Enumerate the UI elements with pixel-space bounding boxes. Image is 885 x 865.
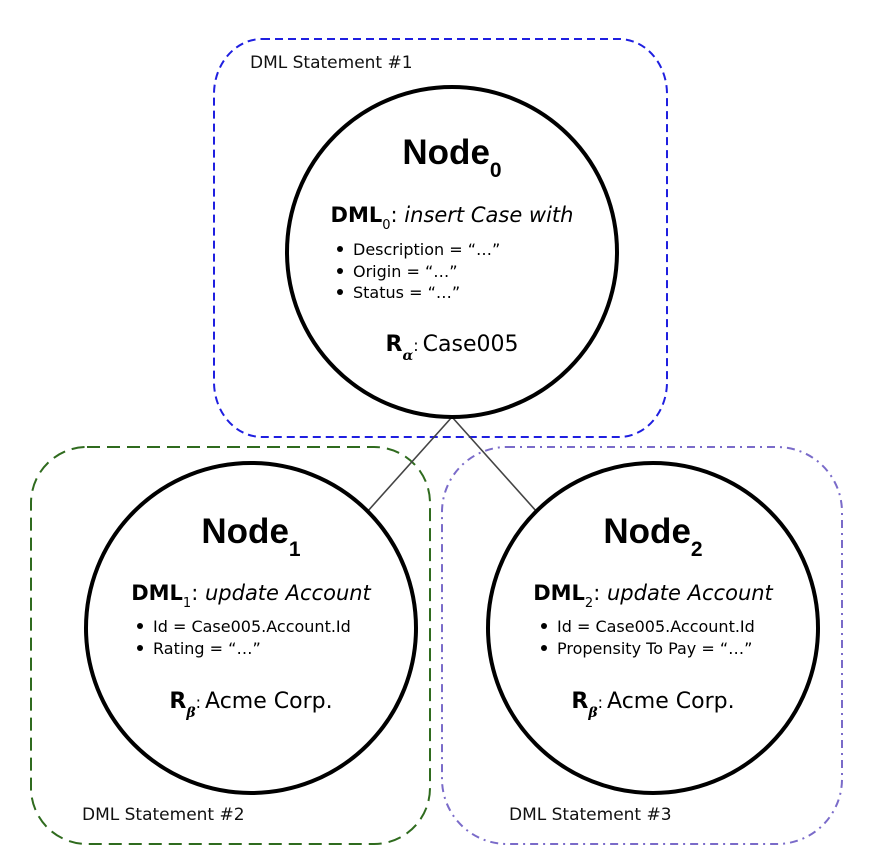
field-item: Status = “…” [337, 282, 500, 304]
bullet-icon [541, 623, 547, 629]
dml-subscript: 0 [382, 218, 391, 233]
field-item: Origin = “…” [337, 261, 500, 283]
node-2-field-list: Id = Case005.Account.Id Propensity To Pa… [541, 616, 755, 659]
record-value: Acme Corp. [205, 689, 333, 714]
dml-operation: insert Case with [404, 203, 574, 227]
node-title-text: Node [402, 133, 490, 172]
bullet-icon [137, 623, 143, 629]
statement-2-box [30, 446, 431, 845]
statement-3-box [441, 446, 843, 845]
record-value: Acme Corp. [607, 689, 735, 714]
node-0-title: Node0 [287, 133, 617, 181]
field-text: Rating = “…” [153, 638, 261, 658]
dml-label: DML [533, 581, 585, 605]
node-title-subscript: 0 [489, 159, 502, 182]
node-0-dml: DML0: insert Case with [287, 203, 617, 233]
record-subscript: β [588, 705, 598, 721]
field-text: Id = Case005.Account.Id [557, 617, 755, 636]
edge-node0-node1 [366, 416, 453, 513]
node-0-circle [285, 85, 619, 419]
record-separator: : [195, 693, 202, 712]
record-label: R [385, 332, 403, 357]
bullet-icon [337, 289, 343, 295]
record-separator: : [597, 693, 604, 712]
node-2-dml: DML2: update Account [488, 581, 818, 611]
field-item: Id = Case005.Account.Id [541, 616, 755, 638]
field-text: Description = “…” [353, 240, 501, 259]
field-item: Rating = “…” [137, 638, 351, 660]
node-title-subscript: 1 [288, 538, 301, 561]
dml-separator: : [191, 581, 205, 605]
record-subscript: α [402, 348, 414, 364]
field-item: Description = “…” [337, 239, 500, 261]
node-2-record: Rβ:Acme Corp. [488, 689, 818, 721]
field-text: Status = “…” [353, 283, 461, 302]
node-1-field-list: Id = Case005.Account.Id Rating = “…” [137, 616, 351, 659]
bullet-icon [137, 644, 143, 651]
node-2-circle [486, 461, 820, 795]
node-0-record: Rα:Case005 [287, 332, 617, 364]
statement-3-label: DML Statement #3 [509, 805, 672, 825]
bullet-icon [337, 246, 343, 252]
bullet-icon [337, 267, 343, 274]
field-text: Propensity To Pay = “…” [557, 638, 753, 658]
dml-separator: : [390, 203, 405, 227]
node-1-title: Node1 [86, 512, 416, 560]
dml-separator: : [593, 581, 607, 605]
dml-subscript: 2 [584, 596, 594, 611]
dml-operation: update Account [204, 581, 371, 605]
field-item: Id = Case005.Account.Id [137, 616, 351, 638]
node-1-circle [84, 461, 418, 795]
record-label: R [571, 689, 589, 714]
statement-1-label: DML Statement #1 [250, 53, 413, 73]
node-0-field-list: Description = “…” Origin = “…” Status = … [337, 239, 500, 304]
node-2-title: Node2 [488, 512, 818, 560]
record-separator: : [413, 336, 419, 355]
record-value: Case005 [422, 332, 519, 357]
node-title-text: Node [201, 512, 289, 551]
node-1-record: Rβ:Acme Corp. [86, 689, 416, 721]
dml-label: DML [330, 203, 383, 227]
record-label: R [169, 689, 187, 714]
edge-node0-node2 [451, 416, 538, 513]
field-text: Origin = “…” [353, 261, 458, 281]
node-title-subscript: 2 [690, 538, 703, 561]
bullet-icon [541, 644, 547, 651]
dml-subscript: 1 [182, 596, 192, 611]
field-text: Id = Case005.Account.Id [153, 617, 351, 636]
node-1-dml: DML1: update Account [86, 581, 416, 611]
node-title-text: Node [603, 512, 691, 551]
record-subscript: β [186, 705, 196, 721]
dml-label: DML [131, 581, 183, 605]
dml-operation: update Account [606, 581, 773, 605]
statement-2-label: DML Statement #2 [82, 805, 245, 825]
field-item: Propensity To Pay = “…” [541, 638, 755, 660]
